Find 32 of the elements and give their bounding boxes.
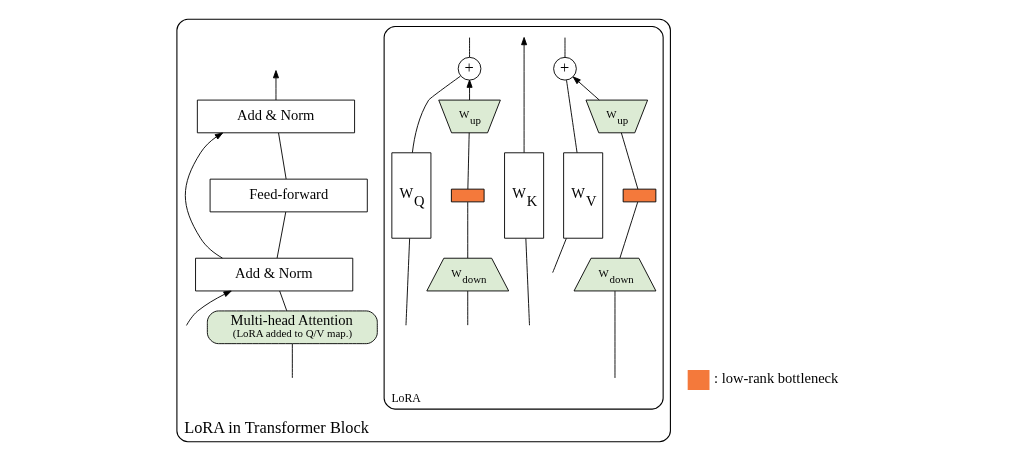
legend-label: : low-rank bottleneck — [714, 370, 839, 387]
connector — [566, 79, 578, 154]
connector — [525, 238, 530, 326]
node-bar — [622, 188, 657, 203]
connector — [405, 238, 411, 326]
arrow — [572, 76, 600, 101]
node-bar — [450, 188, 485, 203]
node-box: Add & Norm — [196, 99, 356, 134]
arrow — [184, 132, 224, 259]
arrow — [186, 290, 232, 326]
node-box: Feed-forward — [209, 178, 368, 213]
connector — [552, 238, 567, 274]
arrow — [521, 37, 528, 154]
connector — [467, 290, 469, 326]
connector — [614, 290, 616, 379]
connector — [291, 343, 293, 379]
connector — [467, 132, 470, 190]
connector — [276, 211, 287, 259]
arrow — [272, 70, 279, 101]
connector — [467, 201, 469, 259]
connector — [564, 37, 566, 58]
node-circle: + — [553, 56, 577, 81]
connector — [620, 132, 639, 190]
connector — [411, 75, 461, 154]
connector — [278, 132, 287, 180]
node-box: Multi-head Attention (LoRA added to Q/V map.) — [206, 310, 378, 345]
connector — [469, 37, 470, 58]
arrow — [466, 79, 473, 101]
connector — [619, 201, 639, 259]
node-circle: + — [457, 56, 482, 81]
connector — [279, 290, 288, 312]
node-box: Add & Norm — [195, 257, 354, 292]
